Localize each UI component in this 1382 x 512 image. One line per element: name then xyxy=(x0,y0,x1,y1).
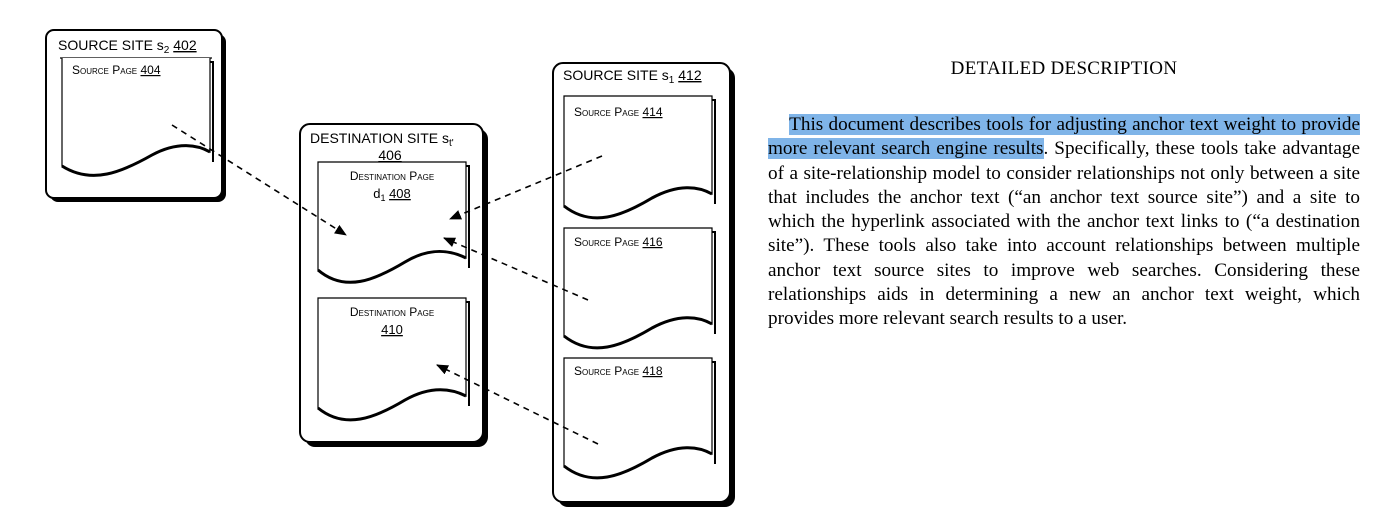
svg-text:SOURCE SITE s2 402: SOURCE SITE s2 402 xyxy=(58,37,197,56)
source-page-418: Source Page 418 xyxy=(563,357,716,480)
svg-text:Destination Page: Destination Page xyxy=(350,169,434,183)
arrow-418-to-410 xyxy=(436,364,599,445)
svg-text:Destination Page: Destination Page xyxy=(350,305,434,319)
svg-text:Source Page 418: Source Page 418 xyxy=(574,364,663,378)
svg-text:406: 406 xyxy=(378,147,402,163)
link-arrows xyxy=(171,124,603,445)
section-heading: DETAILED DESCRIPTION xyxy=(950,58,1178,79)
svg-text:410: 410 xyxy=(381,322,403,337)
destination-page-408: Destination Page d1 408 xyxy=(317,161,470,284)
arrow-404-to-408 xyxy=(171,124,347,236)
svg-text:DESTINATION SITE st': DESTINATION SITE st' xyxy=(310,130,454,149)
source-page-404: Source Page 404 xyxy=(61,58,214,177)
arrow-414-to-408 xyxy=(449,155,603,220)
svg-text:d1 408: d1 408 xyxy=(373,186,411,203)
svg-text:SOURCE SITE s1 412: SOURCE SITE s1 412 xyxy=(563,67,702,86)
description-paragraph: This document describes tools for adjust… xyxy=(768,113,1360,332)
paragraph-rest: . Specifically, these tools take advanta… xyxy=(768,138,1360,330)
destination-page-410: Destination Page 410 xyxy=(317,297,470,422)
svg-text:Source Page 414: Source Page 414 xyxy=(574,105,663,119)
detailed-description: DETAILED DESCRIPTION This document descr… xyxy=(768,58,1360,332)
source-page-416: Source Page 416 xyxy=(563,227,716,350)
source-page-414: Source Page 414 xyxy=(563,95,716,220)
svg-text:Source Page 416: Source Page 416 xyxy=(574,235,663,249)
patent-figure: SOURCE SITE s2 402 Source Page 404 DESTI… xyxy=(45,29,735,507)
svg-text:Source Page 404: Source Page 404 xyxy=(72,63,161,77)
arrow-416-to-408 xyxy=(443,237,589,301)
